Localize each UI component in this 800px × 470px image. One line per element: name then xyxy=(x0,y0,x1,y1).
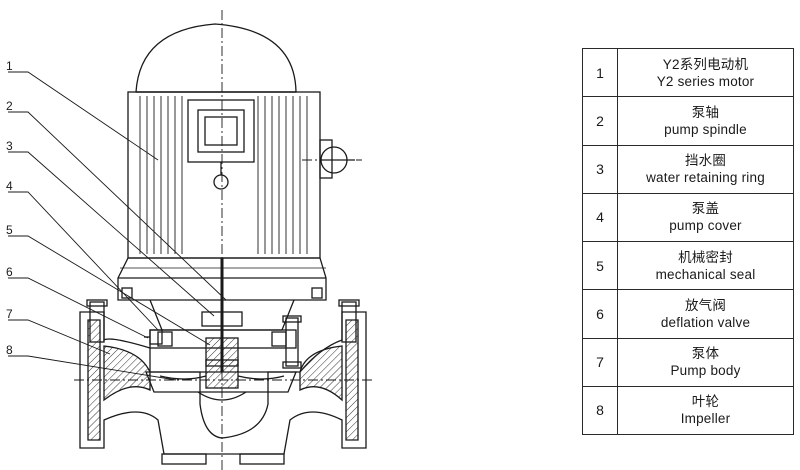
legend-number: 3 xyxy=(582,144,618,194)
callout-4: 4 xyxy=(6,179,13,193)
cover-bolts xyxy=(282,315,302,369)
legend-label-zh: 机械密封 xyxy=(678,249,733,265)
legend-row: 4 泵盖 pump cover xyxy=(582,192,794,243)
callout-7: 7 xyxy=(6,307,13,321)
legend-row: 7 泵体 Pump body xyxy=(582,337,794,387)
legend-label-en: pump cover xyxy=(669,218,742,234)
legend-label-zh: 挡水圈 xyxy=(684,153,727,169)
legend-row: 5 机械密封 mechanical seal xyxy=(582,240,794,291)
legend-number: 6 xyxy=(582,289,618,339)
callout-2: 2 xyxy=(6,99,13,113)
legend-row: 8 叶轮 Impeller xyxy=(582,385,794,436)
left-flange-bolt xyxy=(89,301,105,343)
right-flange-bolt xyxy=(341,301,357,343)
parts-legend-table: 1 Y2系列电动机 Y2 series motor 2 泵轴 pump spin… xyxy=(582,47,794,436)
pump-cross-section-diagram: 1 2 3 4 5 6 7 8 xyxy=(6,10,374,470)
legend-label-zh: 放气阀 xyxy=(684,297,727,313)
lifting-eye xyxy=(213,174,229,190)
legend-description: 放气阀 deflation valve xyxy=(617,289,794,339)
legend-description: 机械密封 mechanical seal xyxy=(617,240,794,291)
callout-1: 1 xyxy=(6,59,13,73)
legend-description: 泵轴 pump spindle xyxy=(617,96,794,146)
legend-label-en: Impeller xyxy=(680,411,731,427)
base-foot-left xyxy=(161,453,207,465)
callout-8: 8 xyxy=(6,343,13,357)
motor-top-cap xyxy=(135,23,297,93)
motor-fins xyxy=(139,96,308,254)
callout-5: 5 xyxy=(6,223,13,237)
leader-5 xyxy=(8,235,211,346)
legend-label-en: deflation valve xyxy=(660,314,751,330)
legend-label-zh: 泵盖 xyxy=(691,201,720,217)
leader-7 xyxy=(8,319,111,355)
legend-number: 7 xyxy=(582,337,618,387)
legend-label-en: Pump body xyxy=(670,363,741,379)
legend-number: 2 xyxy=(582,96,618,146)
legend-description: 泵体 Pump body xyxy=(617,337,794,387)
base-foot-right xyxy=(239,453,285,465)
legend-label-en: pump spindle xyxy=(664,121,747,137)
legend-description: 挡水圈 water retaining ring xyxy=(617,144,794,194)
leader-3 xyxy=(8,151,215,317)
leader-8 xyxy=(8,355,177,381)
legend-number: 5 xyxy=(582,240,618,291)
legend-number: 8 xyxy=(582,385,618,436)
legend-number: 4 xyxy=(582,192,618,243)
legend-number: 1 xyxy=(582,47,618,98)
callout-3: 3 xyxy=(6,139,13,153)
legend-row: 6 放气阀 deflation valve xyxy=(582,289,794,339)
legend-label-en: water retaining ring xyxy=(646,170,765,186)
leader-1 xyxy=(8,71,159,161)
legend-label-zh: 泵体 xyxy=(691,346,720,362)
callout-6: 6 xyxy=(6,265,13,279)
legend-description: Y2系列电动机 Y2 series motor xyxy=(617,47,794,98)
legend-description: 叶轮 Impeller xyxy=(617,385,794,436)
leader-2 xyxy=(8,111,227,301)
legend-description: 泵盖 pump cover xyxy=(617,192,794,243)
leader-4 xyxy=(8,191,159,331)
legend-label-en: Y2 series motor xyxy=(656,73,755,89)
legend-label-zh: 泵轴 xyxy=(691,104,720,120)
legend-label-en: mechanical seal xyxy=(655,266,756,282)
legend-row: 2 泵轴 pump spindle xyxy=(582,96,794,146)
legend-label-zh: Y2系列电动机 xyxy=(662,56,749,72)
legend-row: 1 Y2系列电动机 Y2 series motor xyxy=(582,47,794,98)
legend-row: 3 挡水圈 water retaining ring xyxy=(582,144,794,194)
side-junction xyxy=(319,139,355,179)
leader-6 xyxy=(8,277,149,339)
legend-label-zh: 叶轮 xyxy=(691,394,720,410)
